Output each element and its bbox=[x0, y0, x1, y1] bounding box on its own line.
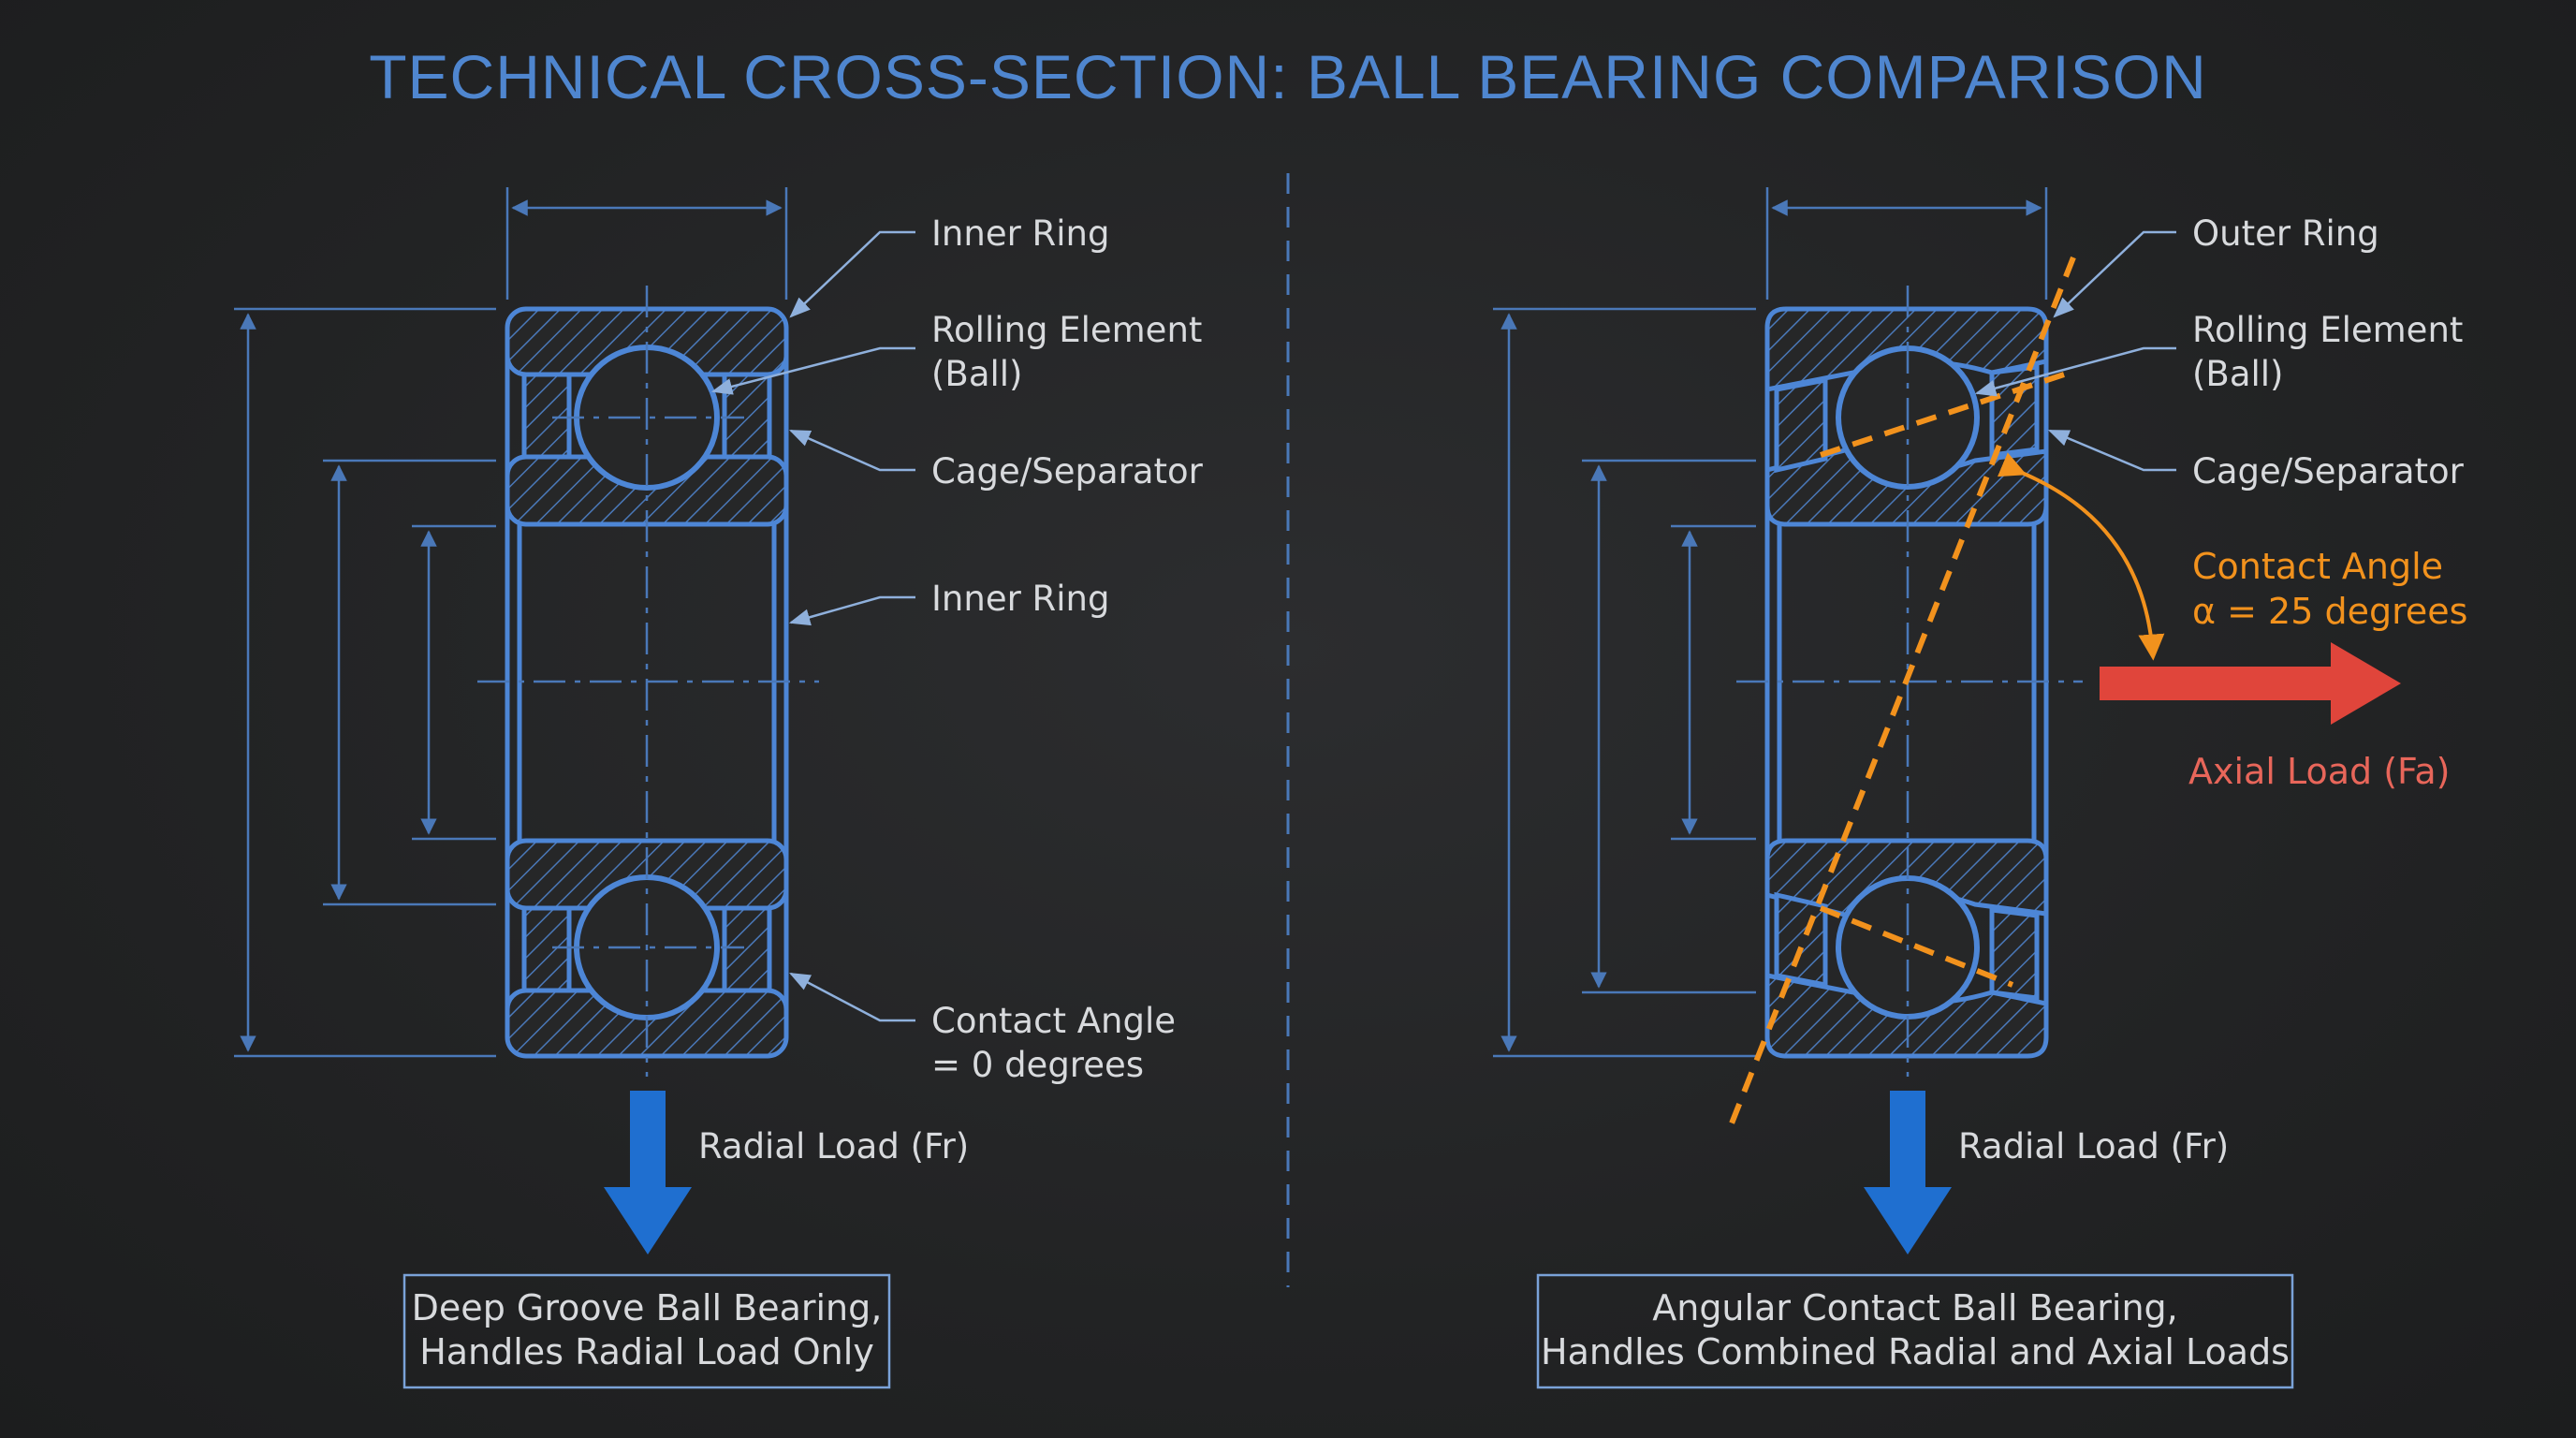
label-contact-angle: Contact Angle bbox=[931, 1001, 1176, 1041]
contact-line-main bbox=[1727, 256, 2076, 1130]
right-caption-box bbox=[1536, 1273, 2294, 1389]
left-radial-load-arrow bbox=[604, 1091, 692, 1255]
label-rolling-element-ball-right: (Ball) bbox=[2192, 354, 2284, 394]
left-leaders bbox=[710, 230, 915, 1022]
angular-contact-bearing bbox=[1736, 286, 2083, 1077]
deep-groove-bearing bbox=[477, 286, 819, 1077]
label-outer-ring: Outer Ring bbox=[2192, 213, 2379, 254]
label-inner-ring-top: Inner Ring bbox=[931, 213, 1109, 254]
cage-top-left-right bbox=[1774, 376, 1828, 474]
label-axial-load: Axial Load (Fa) bbox=[2188, 751, 2451, 792]
right-caption-line2: Handles Combined Radial and Axial Loads bbox=[1541, 1331, 2290, 1372]
contact-angle-lines bbox=[1727, 256, 2165, 1130]
label-rolling-element: Rolling Element bbox=[931, 310, 1202, 350]
cage-bottom-left-right bbox=[1774, 891, 1828, 989]
right-dimensions bbox=[1493, 187, 2048, 1058]
label-inner-ring-mid: Inner Ring bbox=[931, 579, 1109, 619]
cage-bottom-right bbox=[722, 905, 772, 993]
label-rolling-element-ball: (Ball) bbox=[931, 354, 1023, 394]
cage-bottom-left bbox=[521, 905, 572, 993]
left-caption-line1: Deep Groove Ball Bearing, bbox=[412, 1287, 883, 1328]
label-radial-load-left: Radial Load (Fr) bbox=[698, 1126, 969, 1167]
cage-bottom-right-right bbox=[1989, 907, 2040, 1001]
page-title: TECHNICAL CROSS-SECTION: BALL BEARING CO… bbox=[369, 42, 2207, 111]
left-dimensions bbox=[234, 187, 788, 1058]
label-cage-separator: Cage/Separator bbox=[931, 451, 1204, 492]
right-radial-load-arrow bbox=[1864, 1091, 1952, 1255]
label-radial-load-right: Radial Load (Fr) bbox=[1958, 1126, 2229, 1167]
axial-load-arrow bbox=[2100, 642, 2401, 725]
label-contact-angle-right: Contact Angle bbox=[2192, 546, 2443, 587]
label-contact-angle-value: = 0 degrees bbox=[931, 1045, 1144, 1085]
label-contact-angle-value-right: α = 25 degrees bbox=[2192, 591, 2467, 632]
label-rolling-element-right: Rolling Element bbox=[2192, 310, 2463, 350]
left-caption-line2: Handles Radial Load Only bbox=[419, 1331, 874, 1372]
right-caption-line1: Angular Contact Ball Bearing, bbox=[1652, 1287, 2178, 1328]
contact-angle-arc bbox=[1997, 452, 2165, 661]
left-caption-box bbox=[402, 1273, 891, 1389]
right-leaders bbox=[1974, 230, 2176, 472]
contact-line-bottom-ball bbox=[1819, 905, 2014, 988]
label-cage-separator-right: Cage/Separator bbox=[2192, 451, 2465, 492]
cage-top-left bbox=[521, 372, 572, 460]
cage-top-right-right bbox=[1989, 364, 2040, 458]
contact-line-top-ball bbox=[1820, 372, 2065, 458]
